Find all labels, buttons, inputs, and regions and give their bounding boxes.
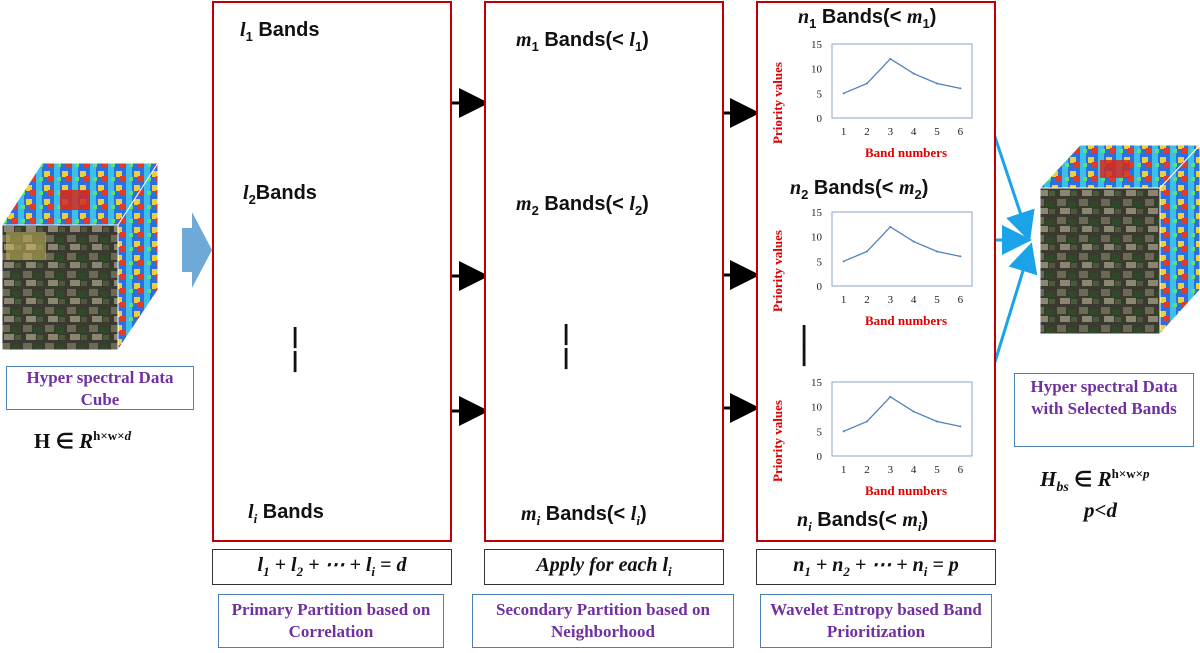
- data-point: [889, 395, 892, 398]
- x-tick-label: 1: [841, 294, 847, 306]
- x-tick-label: 6: [958, 126, 964, 138]
- x-tick-label: 4: [911, 294, 917, 306]
- series-line: [843, 395, 961, 432]
- stage2-box: [484, 1, 724, 542]
- x-tick-label: 3: [888, 294, 894, 306]
- y-tick-label: 15: [811, 39, 823, 51]
- y-tick-label: 5: [817, 88, 823, 100]
- stage2-separator-2: |: [563, 344, 570, 369]
- x-axis-label: Band numbers: [865, 483, 947, 498]
- stage1-box: [212, 1, 452, 542]
- data-point: [842, 92, 845, 95]
- data-point: [889, 57, 892, 60]
- data-point: [912, 240, 915, 243]
- stage2-caption: Secondary Partition based on Neighborhoo…: [472, 594, 734, 648]
- data-point: [842, 430, 845, 433]
- stage1-header-top: l1 Bands: [240, 19, 320, 44]
- plot-area: [831, 43, 973, 119]
- stage2-header-top: m1 Bands(< l1): [516, 29, 649, 54]
- stage1-separator-2: |: [292, 347, 299, 372]
- x-tick-label: 5: [934, 294, 940, 306]
- data-point: [912, 72, 915, 75]
- y-axis-label: Priority values: [770, 62, 785, 144]
- x-tick-label: 6: [958, 464, 964, 476]
- x-tick-label: 6: [958, 294, 964, 306]
- y-tick-label: 0: [817, 113, 823, 125]
- y-tick-label: 5: [817, 426, 823, 438]
- y-axis-label: Priority values: [770, 230, 785, 312]
- stage3-formula: n1 + n2 + ⋯ + ni = p: [756, 549, 996, 585]
- y-tick-label: 10: [811, 402, 823, 414]
- stage2-header-bottom: mi Bands(< li): [521, 503, 647, 528]
- output-caption: Hyper spectral Data with Selected Bands: [1014, 373, 1194, 447]
- x-tick-label: 2: [864, 464, 870, 476]
- data-point: [936, 250, 938, 253]
- output-formula: Hbs ∈ Rh×w×p: [1040, 466, 1150, 496]
- x-axis-label: Band numbers: [865, 145, 947, 160]
- x-tick-label: 3: [888, 126, 894, 138]
- input-caption: Hyper spectral Data Cube: [6, 366, 194, 410]
- x-tick-label: 2: [864, 126, 870, 138]
- data-point: [866, 250, 868, 253]
- input-block-arrow: [182, 212, 212, 288]
- stage3-separator-2: |: [801, 341, 808, 366]
- stage1-formula: l1 + l2 + ⋯ + li = d: [212, 549, 452, 585]
- stage1-caption: Primary Partition based on Correlation: [218, 594, 444, 648]
- input-cube-image: [1, 161, 159, 352]
- y-tick-label: 0: [817, 451, 823, 463]
- data-point: [959, 87, 962, 90]
- stage1-header-bottom: li Bands: [248, 501, 324, 526]
- y-tick-label: 15: [811, 377, 823, 389]
- x-tick-label: 1: [841, 464, 847, 476]
- data-point: [889, 225, 892, 228]
- y-tick-label: 0: [817, 281, 823, 293]
- plot-area: [831, 381, 973, 457]
- y-tick-label: 15: [811, 207, 823, 219]
- stage3-header-mid: n2 Bands(< m2): [790, 177, 929, 202]
- x-tick-label: 5: [934, 464, 940, 476]
- x-tick-label: 4: [911, 464, 917, 476]
- y-tick-label: 10: [811, 232, 823, 244]
- stage3-header-bottom: ni Bands(< mi): [797, 509, 929, 534]
- stage3-header-top: n1 Bands(< m1): [798, 6, 937, 31]
- x-axis-label: Band numbers: [865, 313, 947, 328]
- x-tick-label: 4: [911, 126, 917, 138]
- data-point: [866, 420, 868, 423]
- stage1-separator: |: [292, 323, 299, 348]
- y-axis-label: Priority values: [770, 400, 785, 482]
- x-tick-label: 1: [841, 126, 847, 138]
- data-point: [866, 82, 868, 85]
- series-line: [843, 225, 961, 262]
- data-point: [959, 425, 962, 428]
- input-formula: H ∈ Rh×w×d: [34, 428, 132, 453]
- stage2-separator: |: [563, 320, 570, 345]
- data-point: [959, 255, 962, 258]
- x-tick-label: 3: [888, 464, 894, 476]
- output-cube-image: [1038, 144, 1200, 336]
- output-constraint: p<d: [1084, 498, 1117, 522]
- stage1-header-mid: l2Bands: [243, 182, 317, 207]
- data-point: [912, 410, 915, 413]
- y-tick-label: 10: [811, 64, 823, 76]
- data-point: [842, 260, 845, 263]
- x-tick-label: 5: [934, 126, 940, 138]
- stage2-header-mid: m2 Bands(< l2): [516, 193, 649, 218]
- stage2-formula: Apply for each li: [484, 549, 724, 585]
- stage3-separator: |: [801, 321, 808, 346]
- data-point: [936, 420, 938, 423]
- y-tick-label: 5: [817, 256, 823, 268]
- stage3-caption: Wavelet Entropy based Band Prioritizatio…: [760, 594, 992, 648]
- plot-area: [831, 211, 973, 287]
- series-line: [843, 57, 961, 94]
- x-tick-label: 2: [864, 294, 870, 306]
- data-point: [936, 82, 938, 85]
